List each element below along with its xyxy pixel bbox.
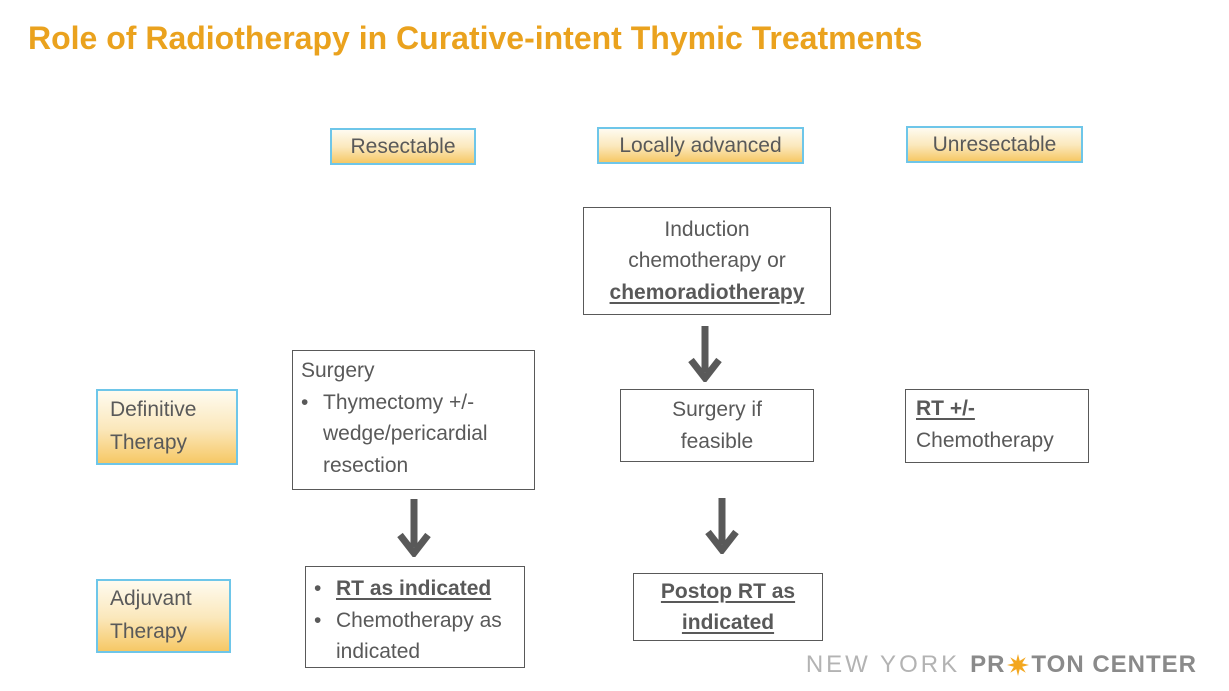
logo-text-ton-center: TON CENTER (1031, 651, 1197, 678)
induction-line-2: chemotherapy or (628, 249, 786, 273)
surgery-if-feasible-box: Surgery if feasible (620, 389, 814, 462)
surgery-if-feasible-text: Surgery if feasible (672, 398, 762, 453)
surgery-heading: Surgery (301, 359, 375, 382)
adjuvant-bullet-item-1: • RT as indicated (314, 573, 516, 605)
row-label-definitive-therapy: Definitive Therapy (96, 389, 238, 465)
rt-chemo-line-2: Chemotherapy (916, 428, 1054, 452)
column-header-resectable: Resectable (330, 128, 476, 165)
rt-chemotherapy-box: RT +/- Chemotherapy (905, 389, 1089, 463)
row-label-text: Definitive Therapy (110, 398, 197, 454)
surgery-box: Surgery • Thymectomy +/- wedge/pericardi… (292, 350, 535, 490)
surgery-bullet-text: Thymectomy +/- wedge/pericardial resecti… (323, 390, 488, 477)
new-york-proton-center-logo: NEW YORK PR TON CENTER (806, 651, 1197, 679)
adjuvant-bullet-text-2: Chemotherapy as indicated (336, 608, 502, 664)
logo-text-light: NEW YORK (805, 651, 961, 678)
row-label-adjuvant-therapy: Adjuvant Therapy (96, 579, 231, 653)
adjuvant-rt-box: • RT as indicated • Chemotherapy as indi… (305, 566, 525, 668)
induction-chemo-box: Induction chemotherapy or chemoradiother… (583, 207, 831, 315)
down-arrow-icon (688, 326, 722, 382)
logo-text-pr: PR (970, 651, 1006, 678)
page-title: Role of Radiotherapy in Curative-intent … (28, 20, 923, 56)
induction-line-1: Induction (664, 217, 750, 241)
column-header-label: Unresectable (932, 132, 1057, 156)
postop-rt-box: Postop RT as indicated (633, 573, 823, 641)
column-header-locally-advanced: Locally advanced (597, 127, 804, 164)
logo-text-bold: PR TON CENTER (970, 651, 1197, 679)
down-arrow-icon (397, 499, 431, 557)
surgery-bullet-item: • Thymectomy +/- wedge/pericardial resec… (301, 387, 526, 482)
adjuvant-bullet-text-1: RT as indicated (336, 577, 492, 600)
starburst-icon (1007, 654, 1030, 676)
bullet-icon: • (301, 390, 309, 414)
bullet-icon: • (314, 608, 322, 632)
row-label-text: Adjuvant Therapy (110, 587, 192, 643)
down-arrow-icon (705, 498, 739, 554)
induction-line-3: chemoradiotherapy (609, 280, 805, 304)
postop-rt-text: Postop RT as indicated (660, 579, 796, 635)
rt-chemo-line-1: RT +/- (916, 397, 975, 420)
bullet-icon: • (314, 577, 322, 600)
adjuvant-bullet-item-2: • Chemotherapy as indicated (314, 605, 516, 668)
column-header-label: Resectable (350, 134, 456, 158)
column-header-label: Locally advanced (619, 133, 782, 157)
column-header-unresectable: Unresectable (906, 126, 1083, 163)
